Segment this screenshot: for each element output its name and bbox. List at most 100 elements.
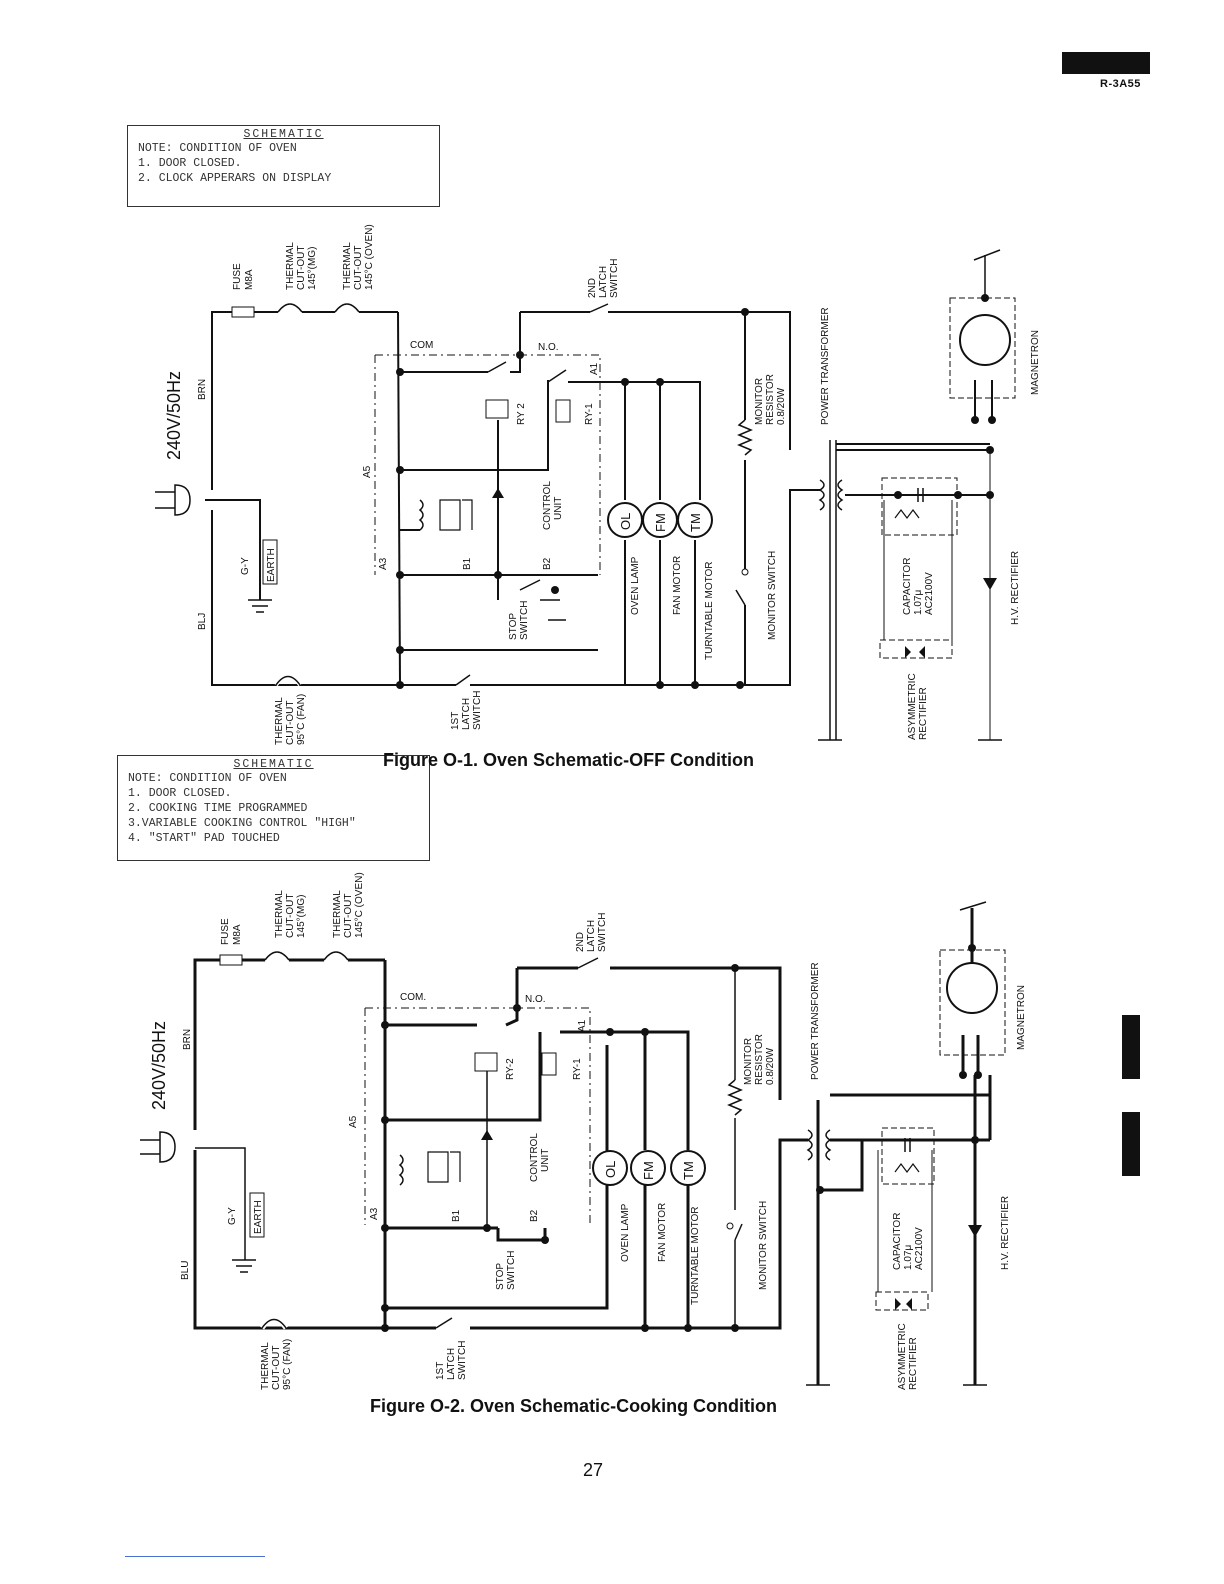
thermal-oven-rating: 145°C (OVEN) [354,872,365,938]
power-transformer-label: POWER TRANSFORMER [820,307,831,425]
thermal-mg-rating: 145°(MG) [296,895,307,938]
thermal-fan-rating: 95°C (FAN) [282,1339,293,1390]
oven-lamp-label: OVEN LAMP [620,1203,631,1262]
a3-label: A3 [369,1207,380,1220]
relay-ry2-icon [485,399,509,419]
second-latch-label: 2ND [587,278,598,298]
note-line: 3.VARIABLE COOKING CONTROL "HIGH" [128,817,356,830]
wire-blj-label: BLJ [197,613,208,630]
oven-lamp-label: OVEN LAMP [630,556,641,615]
fan-motor-label: FAN MOTOR [672,556,683,615]
control-label: CONTROL [542,481,553,530]
stop-label: STOP [495,1263,506,1290]
b1-label: B1 [462,557,473,570]
oven-lamp-icon [592,1150,628,1186]
first-latch-label-2: LATCH [446,1348,457,1380]
control-label: CONTROL [529,1133,540,1182]
thermal-oven-label: THERMAL [342,242,353,290]
monitor-resistor-icon [727,1079,743,1116]
magnetron-label: MAGNETRON [1016,985,1027,1050]
a1-label: A1 [577,1019,588,1032]
earth-label: EARTH [266,548,277,582]
thermal-cutout-icon [277,303,303,313]
cap-value-label: 1.07μ [903,1245,914,1270]
monitor-switch-label: MONITOR SWITCH [767,551,778,640]
hv-rectifier-label: H.V. RECTIFIER [1000,1196,1011,1270]
monitor-switch-label: MONITOR SWITCH [758,1201,769,1290]
note-box-2: SCHEMATIC NOTE: CONDITION OF OVEN 1. DOO… [117,755,430,861]
note-line: NOTE: CONDITION OF OVEN [128,772,287,785]
plug-icon [174,484,191,516]
thermal-oven-label: THERMAL [332,890,343,938]
note-line: 1. DOOR CLOSED. [138,157,242,170]
wire-brn-label: BRN [197,379,208,400]
supply-label: 240V/50Hz [164,371,184,460]
relay-ry2-icon [474,1052,498,1072]
turntable-motor-label: TURNTABLE MOTOR [690,1206,701,1305]
second-latch-label: 2ND [575,932,586,952]
thermal-fan-rating: 95°C (FAN) [296,694,307,745]
ry2-label: RY 2 [516,403,527,425]
thermal-oven-cutout: CUT-OUT [353,246,364,290]
second-latch-label-2: LATCH [586,920,597,952]
thermal-fan-cutout: CUT-OUT [271,1346,282,1390]
page-number: 27 [583,1460,604,1480]
fm-label: FM [653,513,668,532]
asymmetric-rectifier-icon [905,646,925,658]
a3-label: A3 [378,557,389,570]
tm-label: TM [681,1161,696,1180]
b2-label: B2 [529,1209,540,1222]
monitor-label: MONITOR [743,1038,754,1085]
stop-switch-label: SWITCH [519,601,530,640]
hv-rectifier-label: H.V. RECTIFIER [1010,551,1021,625]
note-line: 1. DOOR CLOSED. [128,787,232,800]
note-line: 2. CLOCK APPERARS ON DISPLAY [138,172,332,185]
thermal-cutout-icon [323,951,349,961]
wire-brn-label: BRN [182,1029,193,1050]
resistor-rating-label: 0.8/20W [776,387,787,425]
first-latch-label-2: LATCH [461,698,472,730]
power-transformer-icon [806,1129,813,1161]
margin-marker-1 [1122,1015,1140,1079]
com-label: COM. [400,992,426,1003]
stop-label: STOP [508,613,519,640]
thermal-cutout-icon [275,675,301,686]
plug-icon [159,1131,176,1163]
second-latch-label-2: LATCH [598,266,609,298]
a5-label: A5 [362,465,373,478]
stop-switch-label: SWITCH [506,1251,517,1290]
hv-rectifier-icon [968,1225,982,1237]
asym-rectifier-label: RECTIFIER [918,687,929,740]
monitor-resistor-icon [737,419,753,456]
turntable-motor-icon [677,502,713,538]
thermal-fan-cutout: CUT-OUT [285,701,296,745]
fuse-rating-label: M8A [232,924,243,945]
relay-ry1-icon [541,1052,557,1076]
note-line: 2. COOKING TIME PROGRAMMED [128,802,308,815]
a1-label: A1 [589,362,600,375]
magnetron-label: MAGNETRON [1030,330,1041,395]
section-tab [1062,52,1150,74]
unit-label: UNIT [540,1149,551,1172]
capacitor-icon [917,488,924,502]
first-latch-label-3: SWITCH [472,691,483,730]
hv-rectifier-icon [983,578,997,590]
resistor-label: RESISTOR [754,1034,765,1085]
power-transformer-icon [818,479,825,511]
note-line: NOTE: CONDITION OF OVEN [138,142,297,155]
ry1-label: RY-1 [572,1058,583,1080]
fuse-rating-label: M8A [244,269,255,290]
fuse-label: FUSE [220,918,231,945]
fan-motor-label: FAN MOTOR [657,1203,668,1262]
thermal-mg-cutout: CUT-OUT [296,246,307,290]
fm-label: FM [641,1161,656,1180]
resistor-rating-label: 0.8/20W [765,1047,776,1085]
cap-rating-label: AC2100V [914,1227,925,1270]
gy-label: G-Y [227,1207,238,1225]
asymmetric-label: ASYMMETRIC [897,1323,908,1390]
b2-label: B2 [542,557,553,570]
tm-label: TM [688,513,703,532]
thermal-fan-label: THERMAL [260,1342,271,1390]
ol-label: OL [618,513,633,530]
capacitor-label: CAPACITOR [902,558,913,615]
